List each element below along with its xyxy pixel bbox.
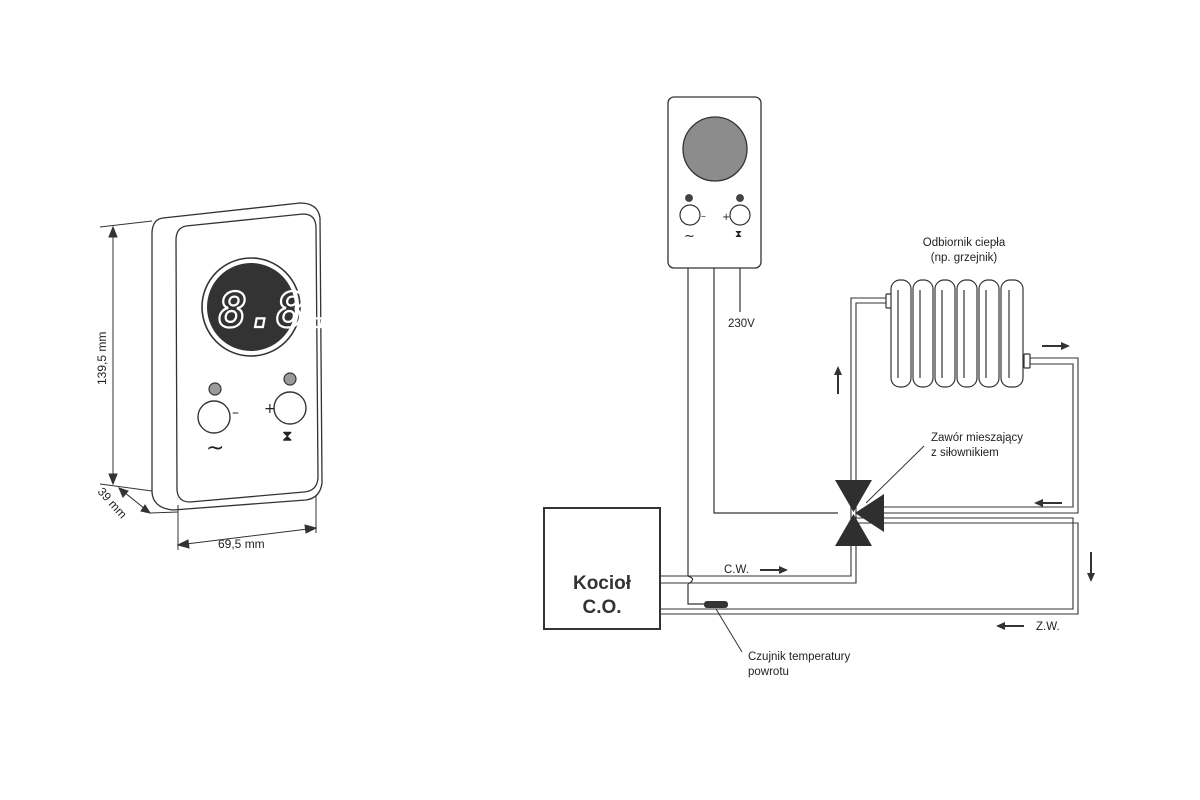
controller-display <box>682 116 748 182</box>
supply-pipe <box>660 490 857 584</box>
device-front-face <box>175 213 319 503</box>
plus-sign: + <box>264 401 276 417</box>
sensor-label-line2: powrotu <box>748 666 789 678</box>
controller-hourglass-icon: ⧗ <box>735 229 742 240</box>
controller-led-right <box>736 194 744 202</box>
hourglass-icon: ⧗ <box>282 427 293 445</box>
boiler-label-line1: Kocioł <box>573 573 632 594</box>
boiler-return-pipe <box>660 517 1079 615</box>
valve-leader-line <box>865 445 925 504</box>
led-right <box>283 372 297 386</box>
radiator <box>885 279 1031 388</box>
valve-label-line1: Zawór mieszający <box>931 432 1023 444</box>
controller-knob-left <box>679 204 701 226</box>
boiler-box <box>543 507 661 630</box>
controller-led-left <box>685 194 693 202</box>
return-label: Z.W. <box>1036 621 1060 633</box>
sensor-leader-line <box>715 608 743 653</box>
controller-knob-right <box>729 204 751 226</box>
controller-plus-sign: + <box>722 212 730 223</box>
radiator-return-pipe <box>875 357 1079 514</box>
controller-minus-sign: – <box>701 211 706 222</box>
sensor-wire-lower <box>687 584 704 605</box>
width-dimension <box>176 495 318 550</box>
display-digits: 8.8. <box>218 283 334 339</box>
return-temp-sensor <box>704 601 728 608</box>
radiator-supply-pipe <box>850 297 886 480</box>
depth-dimension <box>118 487 179 514</box>
width-label: 69,5 mm <box>218 537 265 551</box>
supply-label: C.W. <box>724 564 749 576</box>
radiator-label-line1: Odbiornik ciepła <box>923 237 1006 249</box>
flow-arrows <box>760 342 1095 630</box>
minus-sign: – <box>232 405 239 421</box>
device-illustration: 8.8. – + ~ ⧗ 139,5 mm 39 mm <box>95 202 335 551</box>
valve-label-line2: z siłownikiem <box>931 447 999 459</box>
sensor-label-line1: Czujnik temperatury <box>748 651 851 663</box>
radiator-label-line2: (np. grzejnik) <box>931 252 998 264</box>
knob-right <box>273 391 307 425</box>
power-label: 230V <box>728 318 755 330</box>
height-dimension <box>99 220 153 492</box>
height-label: 139,5 mm <box>95 332 109 385</box>
mixing-valve <box>835 480 884 546</box>
knob-left <box>197 400 231 434</box>
led-left <box>208 382 222 396</box>
display-screen <box>207 263 295 351</box>
controller-wave-icon: ~ <box>684 229 695 244</box>
schematic: – + ~ ⧗ 230V Kocioł C.O. <box>543 96 1095 678</box>
boiler-label-line2: C.O. <box>582 597 621 618</box>
valve-control-wire <box>713 268 838 514</box>
wave-icon: ~ <box>206 436 224 461</box>
